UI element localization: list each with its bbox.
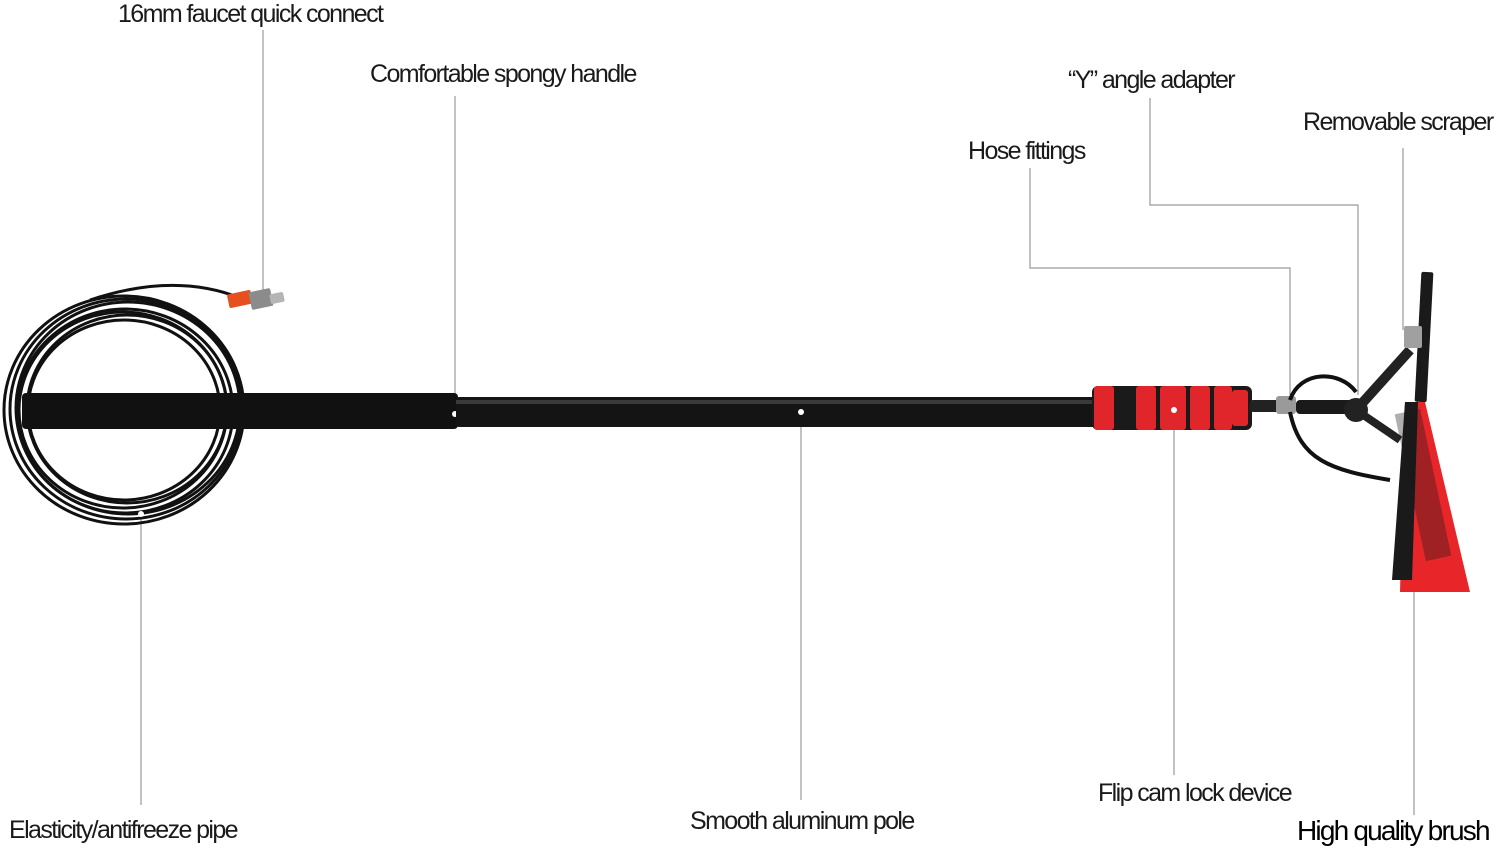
hose-coil-dot <box>138 511 144 517</box>
leader-y <box>1149 98 1359 395</box>
label-cam-lock-device: Flip cam lock device <box>1098 779 1293 807</box>
label-antifreeze-pipe: Elasticity/antifreeze pipe <box>9 816 239 844</box>
label-removable-scraper: Removable scraper <box>1303 108 1494 136</box>
leader-lines <box>140 30 1415 815</box>
hose-fittings <box>1250 374 1391 482</box>
label-hose-fittings: Hose fittings <box>968 137 1086 165</box>
label-y-angle-adapter: “Y” angle adapter <box>1068 66 1236 94</box>
label-high-quality-brush: High quality brush <box>1297 815 1491 846</box>
label-spongy-handle: Comfortable spongy handle <box>370 60 637 88</box>
cam-lock-dot <box>1171 407 1177 413</box>
leader-hose <box>1029 168 1291 395</box>
pole-segment <box>456 397 1096 427</box>
scraper <box>1404 271 1434 403</box>
y-adapter <box>1344 346 1414 444</box>
brush-head <box>1392 402 1470 592</box>
handle-segment <box>22 393 458 429</box>
label-aluminum-pole: Smooth aluminum pole <box>690 807 915 835</box>
label-faucet-quick-connect: 16mm faucet quick connect <box>118 0 384 28</box>
faucet-connector <box>227 288 285 310</box>
pole-dot <box>798 409 804 415</box>
